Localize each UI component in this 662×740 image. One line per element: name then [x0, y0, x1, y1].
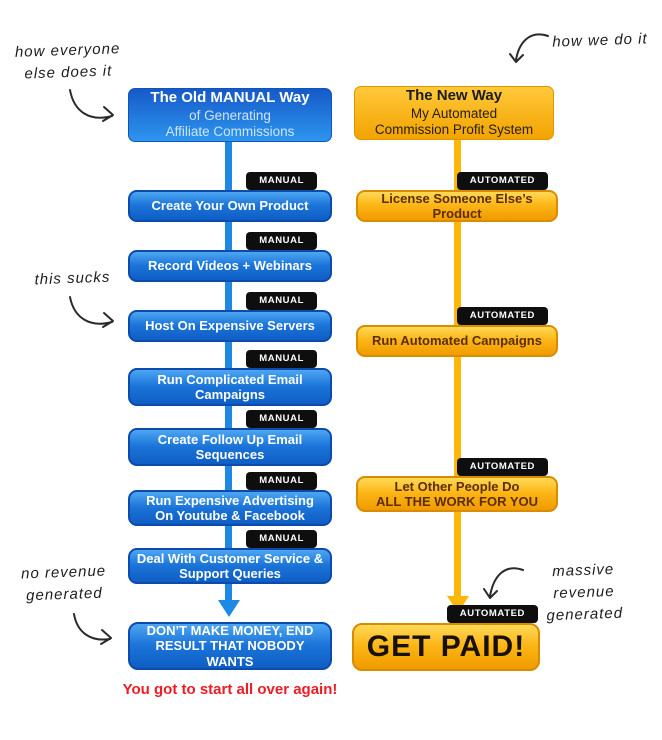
- annotation-no-revenue: no revenue generated: [11, 560, 116, 607]
- step-label: Deal With Customer Service & Support Que…: [136, 550, 324, 581]
- automated-tag: AUTOMATED: [446, 605, 538, 623]
- annotation-line: how we do it: [552, 30, 648, 51]
- step-label: Record Videos + Webinars: [148, 258, 312, 274]
- annotation-line: how everyone: [14, 40, 121, 61]
- step-label-line1: Let Other People Do: [394, 478, 520, 494]
- get-paid-result-box: GET PAID!: [352, 623, 540, 671]
- step-box-record-videos: Record Videos + Webinars: [128, 250, 332, 282]
- annotation-how-everyone: how everyone else does it: [11, 38, 124, 85]
- manual-tag: MANUAL: [246, 530, 317, 548]
- step-box-license-product: License Someone Else’s Product: [356, 190, 558, 222]
- down-arrow-icon: [218, 600, 240, 617]
- curved-arrow-icon: [483, 567, 524, 599]
- start-over-footnote: You got to start all over again!: [122, 681, 338, 698]
- step-label-line2: ALL THE WORK FOR YOU: [375, 494, 539, 509]
- old-way-subtitle-2: Affiliate Commissions: [165, 124, 295, 140]
- result-line: DON’T MAKE MONEY, END: [146, 623, 314, 639]
- result-line: RESULT THAT NOBODY WANTS: [155, 638, 305, 669]
- manual-tag: MANUAL: [246, 472, 317, 490]
- old-way-title: The Old MANUAL Way: [150, 88, 310, 106]
- new-way-title: The New Way: [405, 86, 503, 104]
- step-box-other-people-work: Let Other People Do ALL THE WORK FOR YOU: [356, 476, 558, 512]
- step-label: Run Expensive Advertising On Youtube & F…: [146, 492, 314, 523]
- new-way-subtitle-2: Commission Profit System: [374, 122, 534, 138]
- manual-tag: MANUAL: [246, 172, 317, 190]
- manual-tag: MANUAL: [246, 350, 317, 368]
- manual-tag: MANUAL: [246, 232, 317, 250]
- automated-tag: AUTOMATED: [456, 172, 548, 190]
- old-way-result-box: DON’T MAKE MONEY, END RESULT THAT NOBODY…: [128, 622, 332, 670]
- curved-arrow-icon: [69, 89, 114, 122]
- annotation-this-sucks: this sucks: [25, 266, 121, 291]
- step-label: Create Follow Up Email Sequences: [157, 431, 303, 462]
- old-way-subtitle-1: of Generating: [189, 107, 271, 123]
- new-way-subtitle-1: My Automated: [410, 105, 498, 121]
- curved-arrow-icon: [69, 296, 114, 328]
- annotation-line: this sucks: [34, 268, 111, 289]
- annotation-line: generated: [546, 604, 624, 624]
- step-label: Host On Expensive Servers: [145, 318, 315, 334]
- right-flow-line: [454, 140, 461, 598]
- annotation-line: else does it: [24, 62, 113, 83]
- step-box-advertising: Run Expensive Advertising On Youtube & F…: [128, 490, 332, 526]
- step-label: License Someone Else’s Product: [381, 190, 533, 221]
- step-box-host-servers: Host On Expensive Servers: [128, 310, 332, 342]
- old-way-header: The Old MANUAL Way of Generating Affilia…: [128, 88, 332, 142]
- manual-tag: MANUAL: [246, 292, 317, 310]
- annotation-line: generated: [25, 584, 103, 605]
- annotation-how-we-do-it: how we do it: [545, 28, 656, 54]
- step-box-create-product: Create Your Own Product: [128, 190, 332, 222]
- automated-tag: AUTOMATED: [456, 307, 548, 325]
- step-label: Run Complicated Email Campaigns: [157, 371, 303, 402]
- step-box-followup-sequences: Create Follow Up Email Sequences: [128, 428, 332, 466]
- curved-arrow-icon: [509, 33, 549, 63]
- step-box-email-campaigns: Run Complicated Email Campaigns: [128, 368, 332, 406]
- step-label: Create Your Own Product: [151, 198, 309, 214]
- get-paid-label: GET PAID!: [366, 630, 526, 664]
- step-box-automated-campaigns: Run Automated Campaigns: [356, 325, 558, 357]
- manual-tag: MANUAL: [246, 410, 317, 428]
- automated-tag: AUTOMATED: [456, 458, 548, 476]
- annotation-massive-revenue: massive revenue generated: [521, 558, 647, 628]
- new-way-header: The New Way My Automated Commission Prof…: [354, 86, 554, 140]
- annotation-line: massive revenue: [551, 560, 615, 602]
- step-label: Run Automated Campaigns: [372, 333, 542, 349]
- curved-arrow-icon: [73, 613, 112, 645]
- step-box-customer-service: Deal With Customer Service & Support Que…: [128, 548, 332, 584]
- annotation-line: no revenue: [20, 562, 107, 583]
